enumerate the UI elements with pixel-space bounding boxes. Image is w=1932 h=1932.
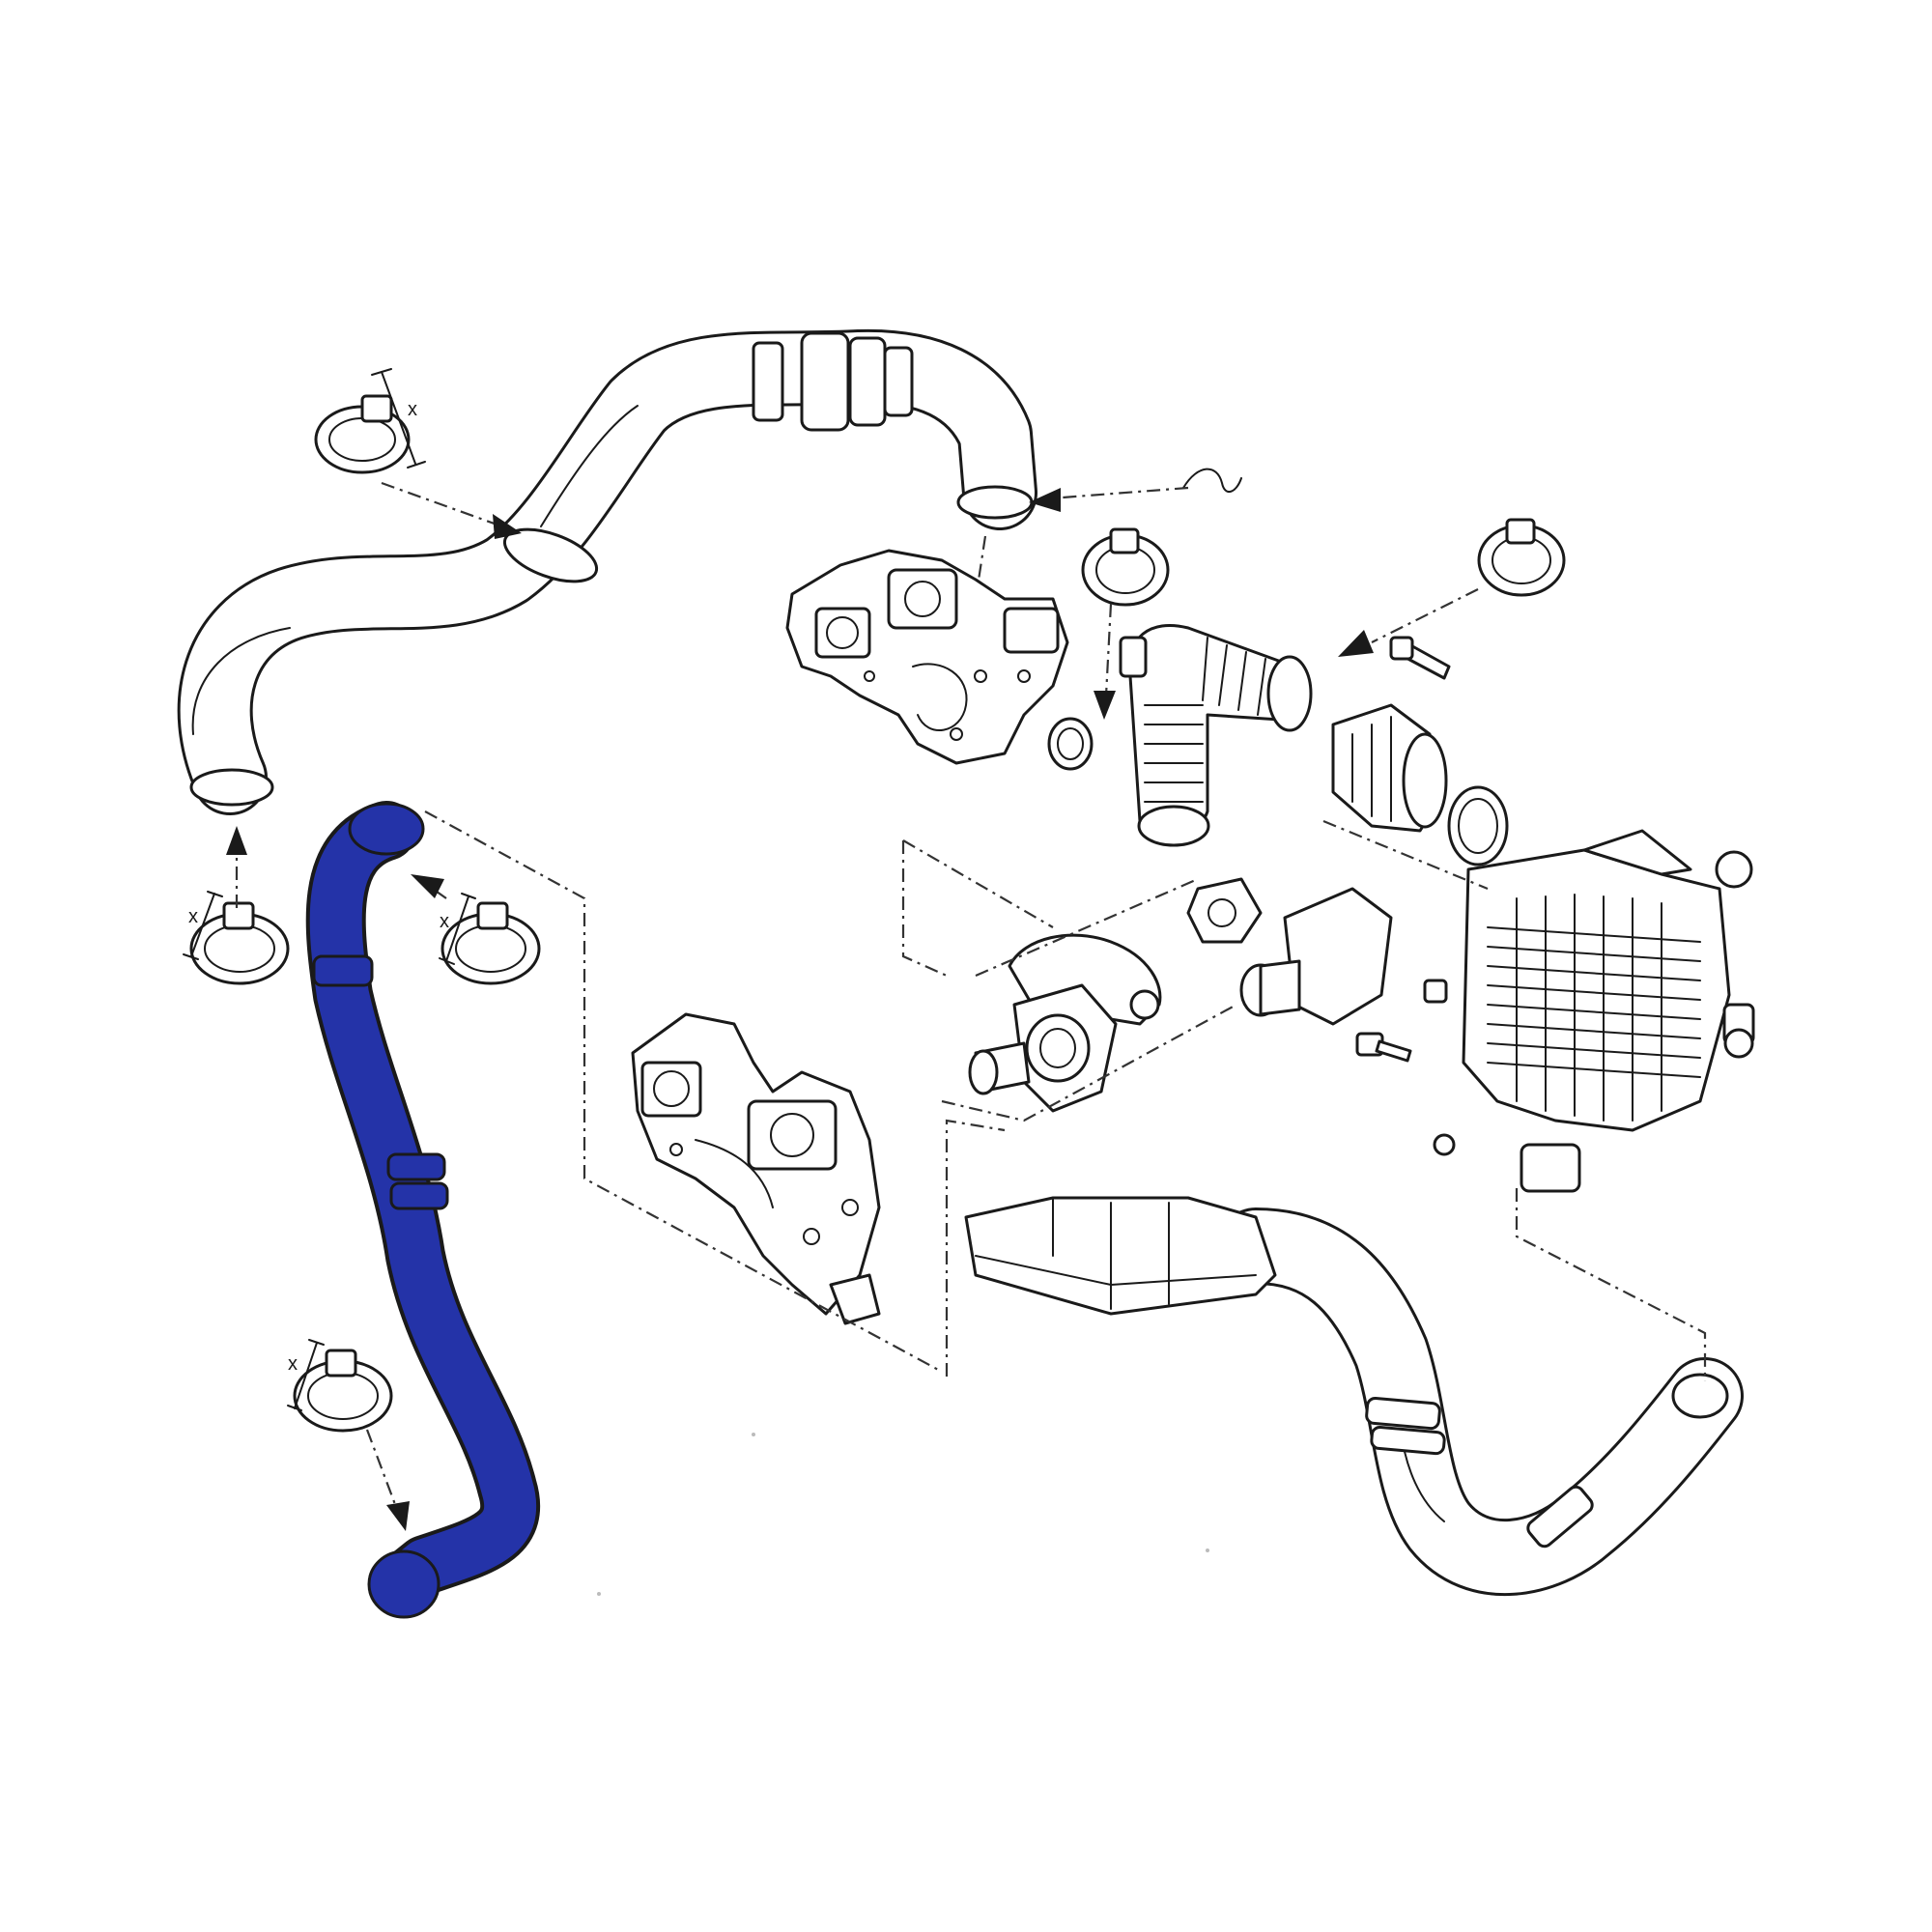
hex-nut: [1423, 979, 1448, 1004]
hose-clamp-band: [1365, 1396, 1441, 1431]
clamp-dimension-label: x: [440, 911, 449, 932]
assembly-leader-lines: [226, 481, 1479, 1531]
hose-coupling-ring: [883, 346, 914, 417]
air-intake-duct: [964, 1196, 1277, 1316]
air-flow-sensor-housing: [1331, 703, 1448, 833]
washer: [1433, 1133, 1456, 1156]
hose-clamp-band: [956, 485, 1034, 520]
hose-clamp-mid-left: x: [183, 891, 290, 985]
hose-coupling-ring: [752, 341, 784, 422]
hose-corrugated-joint: [389, 1181, 449, 1210]
mounting-bolt: [1355, 1032, 1412, 1063]
clamp-dimension-label: x: [408, 399, 417, 420]
hose-clamp-band: [189, 768, 274, 807]
pipe-end-flange: [1671, 1373, 1729, 1419]
assembly-boundary-lines: [424, 810, 1707, 1381]
egr-valve-assembly: [785, 549, 1069, 765]
hose-coupling-sleeve: [800, 331, 850, 432]
highlighted-intercooler-hose: [305, 801, 541, 1619]
mounting-bracket: [1520, 1143, 1581, 1193]
upper-charge-air-hose: [177, 328, 1037, 815]
hose-clamp-upper-right: [1477, 518, 1566, 597]
hose-clamp-band: [502, 527, 599, 583]
intercooler-core: [1462, 829, 1755, 1193]
corrugated-air-elbow: [1119, 623, 1313, 847]
thermostat-housing: [1239, 887, 1393, 1026]
throttle-body-assembly: [968, 933, 1162, 1113]
wire-retaining-clip: [1182, 468, 1242, 493]
mounting-bolt: [1389, 636, 1451, 680]
hose-mounting-bracket: [312, 954, 374, 987]
hose-clamp-top-left: x: [314, 368, 426, 474]
adapter-flange: [1186, 877, 1263, 944]
intake-manifold-block: [631, 1012, 881, 1325]
hose-end-flange-lower: [367, 1549, 440, 1619]
hose-clamp-mid: x: [439, 893, 541, 985]
lower-charge-air-pipe: [1217, 1208, 1744, 1597]
hose-clamp-bottom-left: x: [287, 1339, 393, 1433]
o-ring-seal: [1047, 717, 1094, 771]
hose-corrugated-joint: [386, 1152, 446, 1181]
sensor-plug: [1715, 850, 1753, 889]
hose-coupling-sleeve: [848, 336, 887, 427]
hose-clamp-upper-center: [1081, 527, 1170, 607]
hose-clamp-band: [1370, 1425, 1446, 1456]
hose-end-flange-upper: [348, 802, 425, 856]
clamp-dimension-label: x: [188, 906, 198, 927]
clamp-dimension-label: x: [288, 1353, 298, 1375]
